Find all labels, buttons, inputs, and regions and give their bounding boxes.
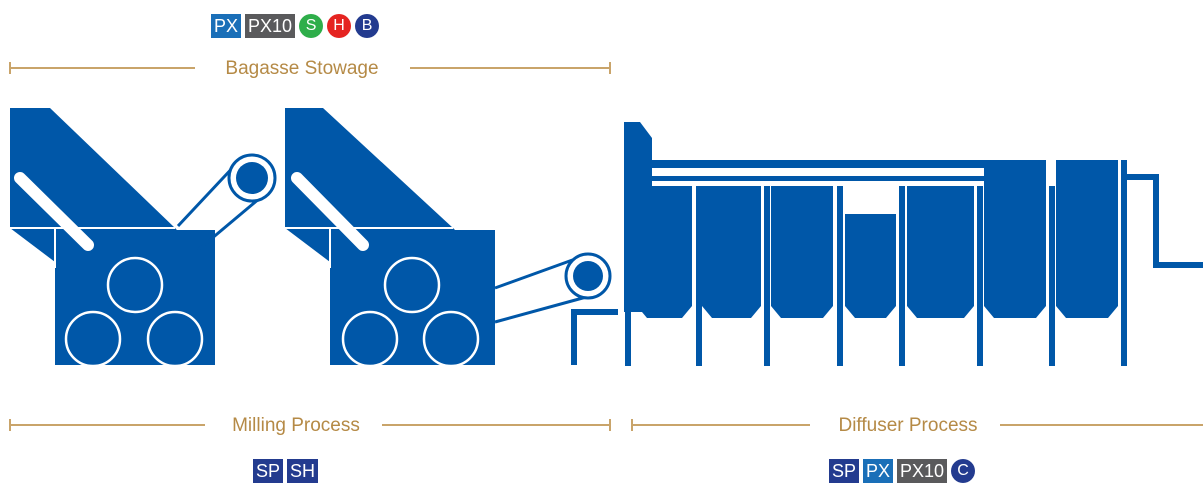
badge-sp: SP (253, 459, 284, 483)
badge-s: S (299, 14, 324, 38)
badge-sh: SH (287, 459, 319, 483)
badge-px10: PX10 (245, 14, 296, 38)
badge-px: PX (863, 459, 894, 483)
section-lines (9, 62, 1203, 431)
section-label-diffuser: Diffuser Process (838, 415, 977, 436)
badge-sp: SP (829, 459, 860, 483)
mill-2 (285, 108, 618, 368)
badge-group-bagasse: PX PX10 S H B (211, 14, 380, 38)
diffuser (624, 122, 1127, 366)
diffuser-outlet-pipe (1125, 174, 1203, 268)
badge-px10: PX10 (897, 459, 948, 483)
section-label-milling: Milling Process (232, 415, 360, 436)
section-label-bagasse: Bagasse Stowage (225, 58, 378, 79)
badge-h: H (327, 14, 352, 38)
mill-1 (10, 108, 277, 368)
badge-b: B (355, 14, 380, 38)
badge-px: PX (211, 14, 242, 38)
badge-group-diffuser: SP PX PX10 C (829, 459, 976, 483)
badge-group-milling: SP SH (253, 459, 319, 483)
badge-c: C (951, 459, 976, 483)
